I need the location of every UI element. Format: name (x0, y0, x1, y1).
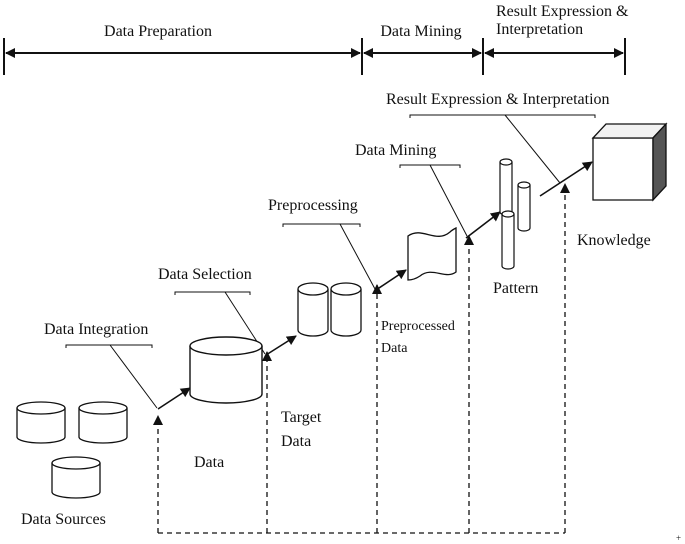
object-label-data: Data (194, 454, 224, 471)
object-label-pattern: Pattern (493, 280, 538, 297)
database-icon (16, 401, 66, 444)
callout-preprocessing (282, 223, 376, 290)
data-sources-group (16, 401, 128, 499)
database-icon (297, 282, 329, 337)
object-label-knowledge: Knowledge (577, 232, 651, 249)
object-label-preprocessed-line1: Preprocessed (381, 319, 455, 334)
main-flow (157, 161, 593, 410)
object-label-target-line2: Data (281, 433, 311, 450)
step-label-mining: Data Mining (355, 142, 436, 159)
object-label-target-line1: Target (281, 409, 322, 426)
callout-mining (399, 164, 468, 237)
pattern-cylinder (501, 210, 515, 270)
flow-arrow-result (539, 161, 593, 197)
object-label-preprocessed-line2: Data (381, 341, 408, 356)
callout-integration (65, 344, 158, 409)
flow-arrow-selection (265, 335, 297, 356)
phase-bar: Data Preparation Data Mining Result Expr… (3, 3, 629, 75)
corner-mark: + (676, 533, 681, 543)
step-label-selection: Data Selection (158, 266, 252, 283)
phase-label-mining: Data Mining (380, 23, 461, 40)
pattern-cylinder (517, 181, 531, 232)
database-icon (78, 401, 128, 444)
step-label-preprocessing: Preprocessing (268, 197, 358, 214)
step-labels: Data Integration Data Selection Preproce… (44, 91, 610, 338)
target-data-cylinders (297, 282, 362, 337)
step-label-integration: Data Integration (44, 321, 148, 338)
database-icon (330, 282, 362, 337)
phase-label-preparation: Data Preparation (104, 23, 212, 40)
phase-label-result-line2: Interpretation (496, 21, 583, 38)
database-icon (51, 456, 101, 499)
knowledge-cube-icon (591, 122, 668, 202)
pattern-shapes (499, 158, 531, 270)
object-label-sources: Data Sources (21, 511, 106, 528)
preprocessed-document-icon (407, 226, 457, 281)
callout-result (409, 114, 596, 184)
step-label-result: Result Expression & Interpretation (386, 91, 610, 108)
callouts (65, 114, 596, 409)
flow-arrow-preprocessing (375, 269, 407, 291)
data-cylinder (189, 336, 263, 404)
pattern-cylinder (499, 158, 513, 216)
flow-arrow-mining (465, 211, 501, 239)
phase-label-result-line1: Result Expression & (496, 3, 629, 20)
feedback-loop (153, 183, 570, 534)
flow-arrow-integration (157, 387, 191, 410)
